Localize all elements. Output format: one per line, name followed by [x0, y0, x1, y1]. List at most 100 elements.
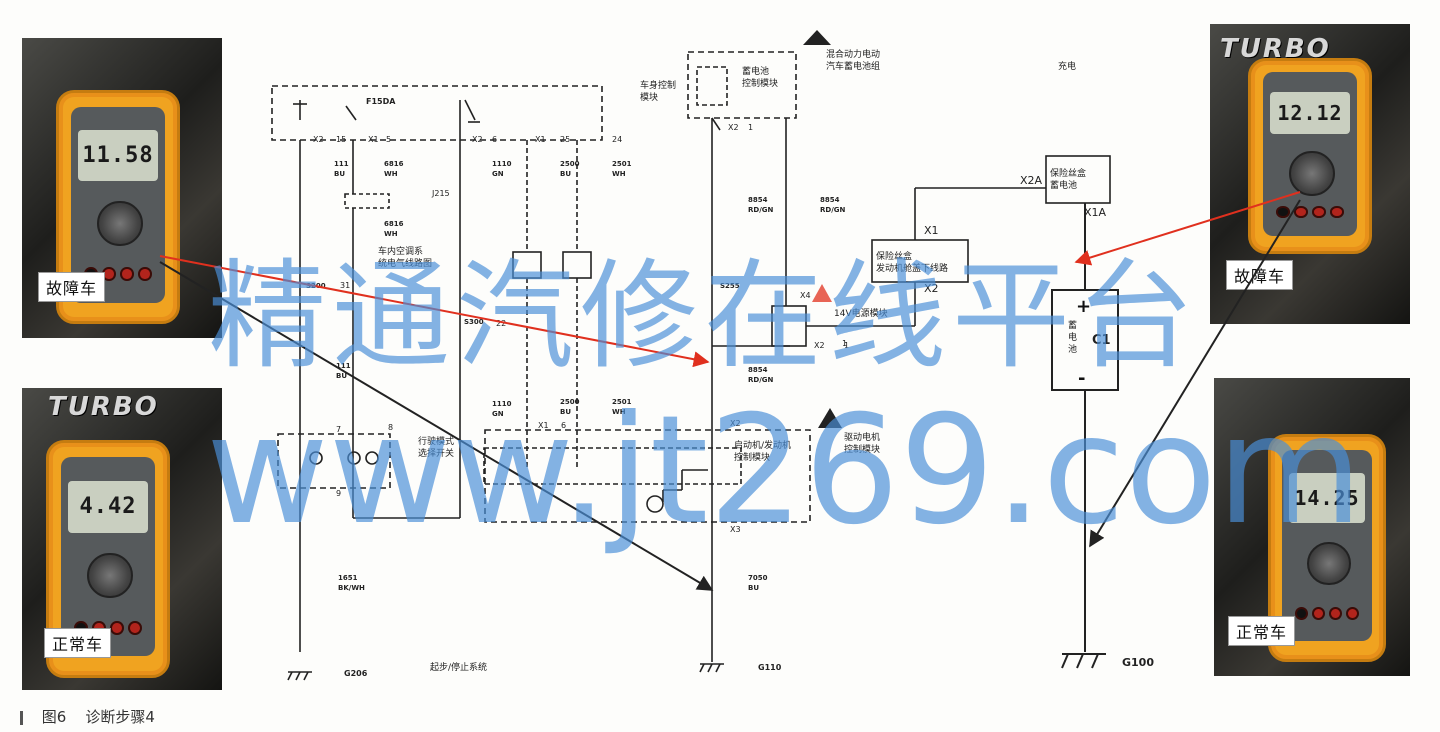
- photo-fault-car-2: TURBO 12.12 故障车: [1210, 24, 1410, 324]
- connector-label-7: 25: [560, 135, 570, 144]
- wire-label-6: 8854: [820, 196, 840, 204]
- caption-title: 诊断步骤4: [85, 708, 155, 726]
- multimeter-2: 4.42: [46, 440, 170, 678]
- meter-dial-icon: [87, 552, 133, 599]
- engine-control-box: [484, 429, 811, 523]
- battery-control-box: [696, 66, 728, 106]
- wire-label-14: BU: [748, 584, 759, 592]
- wire-label-11: BU: [560, 408, 571, 416]
- fuse-box-battery-label: 蓄电池: [1050, 179, 1077, 191]
- fuse-box-engine-label: 发动机舱盖下线路: [876, 262, 948, 274]
- body-control-module-label: 模块: [640, 91, 658, 103]
- wire-label-14: 7050: [748, 574, 768, 582]
- wire-label-3: 2500: [560, 160, 580, 168]
- fuse-block-label: F15DA: [366, 97, 396, 106]
- wire-label-6: RD/GN: [820, 206, 846, 214]
- ground-label-2: G100: [1122, 656, 1154, 669]
- photo-label-3: 故障车: [1226, 260, 1294, 290]
- wire-label-1: WH: [384, 170, 398, 178]
- wire-label-3: BU: [560, 170, 571, 178]
- connector-label-2: X1: [368, 135, 379, 144]
- connector-label-22: X4: [800, 291, 811, 300]
- connector-label-12: X1A: [1084, 206, 1107, 219]
- warning-icon-2: [818, 408, 842, 428]
- wire-label-10: 1110: [492, 400, 512, 408]
- wire-label-12: WH: [612, 408, 626, 416]
- wire-label-0: 111: [334, 160, 349, 168]
- meter-dial-icon: [97, 200, 143, 247]
- wire-label-5: RD/GN: [748, 206, 774, 214]
- meter-reading-2: 4.42: [68, 480, 148, 533]
- ground-symbols: [287, 653, 1106, 681]
- body-control-module-box: [687, 51, 797, 119]
- cabin-ac-label: 统电气线路图: [378, 257, 432, 269]
- connector-label-3: 5: [386, 135, 391, 144]
- connector-label-17: X1: [538, 421, 549, 430]
- meter-dial-icon: [1307, 541, 1351, 586]
- multimeter-3: 12.12: [1248, 58, 1372, 254]
- pin-label-6: 22: [496, 319, 506, 328]
- wire-label-1: 6816: [384, 160, 404, 168]
- wire-label-4: 2501: [612, 160, 632, 168]
- wire-label-12: 2501: [612, 398, 632, 406]
- pin-label-4: 8: [388, 423, 393, 432]
- photo-label-1: 故障车: [38, 272, 106, 302]
- drive-mode-switch-label: 行驶模式: [418, 435, 454, 447]
- battery-plus: +: [1076, 296, 1091, 317]
- connector-label-13: X1: [924, 224, 939, 237]
- wire-label-7: WH: [384, 230, 398, 238]
- splice-label-2: S255: [720, 282, 740, 290]
- wire-label-13: 1651: [338, 574, 358, 582]
- pin-label-2: 1: [842, 339, 847, 348]
- connector-label-21: J215: [431, 189, 450, 198]
- fuse-box-engine-label: 保险丝盒: [876, 250, 912, 262]
- wire-label-2: 1110: [492, 160, 512, 168]
- engine-control-module-label: 控制模块: [734, 451, 770, 463]
- connector-label-9: X2: [728, 123, 739, 132]
- arrow-black-right: [1089, 199, 1301, 548]
- system-name-label: 起步/停止系统: [430, 661, 487, 673]
- connector-label-16: 1: [844, 341, 849, 350]
- ground-label-1: G110: [758, 663, 782, 672]
- charge-label: 充电: [1058, 60, 1076, 72]
- drive-mode-switch-label: 选择开关: [418, 447, 454, 459]
- wire-label-11: 2500: [560, 398, 580, 406]
- fuse-box-battery-label: 保险丝盒: [1050, 167, 1086, 179]
- photo-normal-car-2: 14.25 正常车: [1214, 378, 1410, 676]
- meter-reading-1: 11.58: [78, 130, 158, 182]
- connector-label-10: 1: [748, 123, 753, 132]
- photo-fault-car-1: 11.58 故障车: [22, 38, 222, 338]
- wire-label-7: 6816: [384, 220, 404, 228]
- battery-control-module-label: 控制模块: [742, 77, 778, 89]
- wire-label-13: BK/WH: [338, 584, 365, 592]
- connector-label-5: 6: [492, 135, 497, 144]
- fuse-box-battery-box: [1045, 155, 1111, 204]
- arrow-red-left: [159, 255, 710, 368]
- figure-caption: 图6 诊断步骤4: [20, 706, 155, 727]
- warning-icon-1: [803, 30, 831, 45]
- battery-label: 电: [1068, 331, 1077, 343]
- connector-label-8: 24: [612, 135, 622, 144]
- arrow-black-left: [159, 261, 714, 591]
- photo-label-2: 正常车: [44, 628, 112, 658]
- wire-label-4: WH: [612, 170, 626, 178]
- splice-label-1: S300: [464, 318, 484, 326]
- wire-label-2: GN: [492, 170, 504, 178]
- fuse-box-engine-box: [871, 239, 969, 283]
- photo-normal-car-1: TURBO 4.42 正常车: [22, 388, 222, 690]
- wire-label-9: 8854: [748, 366, 768, 374]
- drive-mode-switch-box: [277, 433, 391, 489]
- connector-label-0: X2: [313, 135, 324, 144]
- battery-label: 蓄: [1068, 319, 1077, 331]
- connector-label-18: 6: [561, 421, 566, 430]
- wire-label-8: 111: [336, 362, 351, 370]
- photo-label-4: 正常车: [1228, 616, 1296, 646]
- motor-control-module-label: 控制模块: [844, 443, 880, 455]
- caption-figure: 图6: [41, 708, 67, 726]
- multimeter-1: 11.58: [56, 90, 180, 324]
- battery-minus: -: [1078, 368, 1085, 389]
- hybrid-battery-pack-label: 混合动力电动: [826, 48, 880, 60]
- fuse-block-box: [271, 85, 603, 141]
